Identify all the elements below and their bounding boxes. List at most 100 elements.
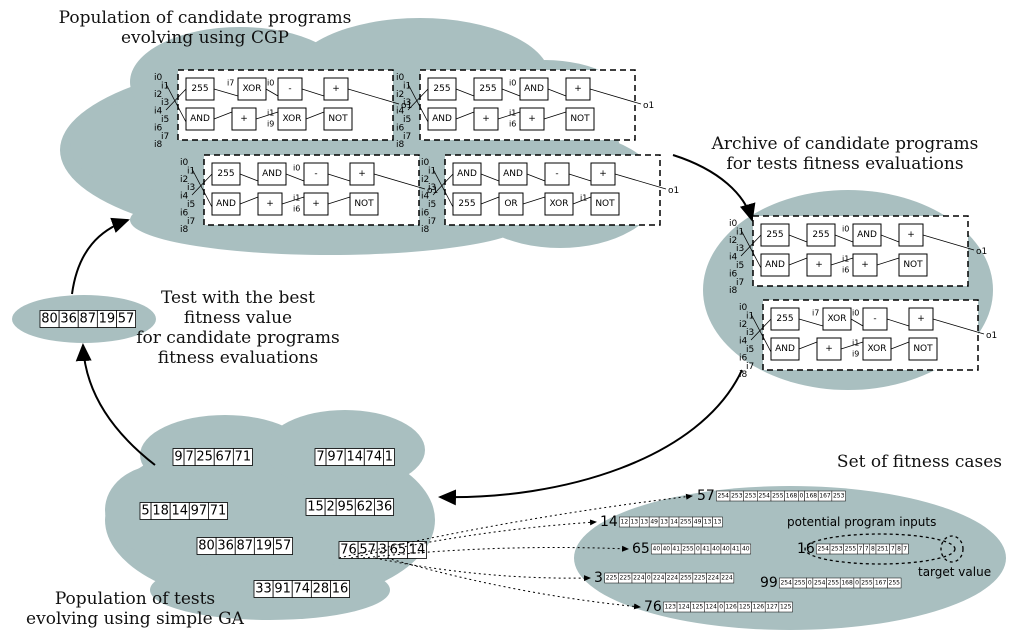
program-input-label: i2	[154, 90, 162, 100]
program-node-label: 255	[812, 230, 829, 240]
candidate-program: i0i1i2i3i4i5i6i7i8255AND255+ANDi0+i1i6+N…	[396, 69, 654, 150]
population-tests-line-1: Population of tests	[54, 589, 216, 609]
program-wire	[285, 173, 305, 182]
program-input-label: i5	[746, 345, 754, 355]
target-value-label: target value	[918, 565, 991, 579]
input-wire	[750, 313, 772, 353]
program-node	[565, 107, 595, 131]
fitness-case-value: 0	[808, 580, 812, 587]
program-node-label: 255	[776, 314, 793, 324]
fitness-case-id: 57	[697, 488, 715, 504]
program-input-label: i2	[180, 175, 188, 185]
fitness-case-value: 14	[670, 519, 678, 526]
fitness-case-value: 7	[859, 546, 863, 553]
fitness-case-value: 255	[889, 580, 901, 587]
arrow-best-to-programs	[71, 217, 130, 295]
inputs-highlight-ellipse	[804, 533, 956, 565]
fitness-case-value: 13	[630, 519, 638, 526]
program-wire	[213, 88, 239, 97]
fitness-case-value: 49	[694, 519, 702, 526]
program-input-label: i6	[729, 269, 738, 279]
program-input-label: i6	[180, 208, 189, 218]
program-node-label: XOR	[868, 344, 887, 354]
program-node-label: +	[266, 199, 274, 209]
program-output-label: o1	[668, 186, 679, 196]
program-node	[898, 253, 928, 277]
fitness-case-value: 224	[653, 575, 665, 582]
input-wire	[191, 168, 213, 208]
program-wire	[880, 234, 900, 243]
gene-value: 97	[327, 450, 344, 465]
population-programs-line-1: Population of candidate programs	[58, 8, 352, 28]
program-node-label: +	[825, 344, 833, 354]
output-wire	[922, 234, 975, 251]
program-wire	[526, 173, 546, 182]
program-node-label: -	[288, 84, 291, 94]
fitness-case-value: 41	[732, 546, 740, 553]
fitness-case-value: 7	[865, 546, 869, 553]
program-node-label: 255	[433, 84, 450, 94]
program-wire	[239, 196, 259, 205]
program-output-label: o1	[976, 247, 987, 257]
fitness-case-value: 253	[831, 546, 843, 553]
input-wire	[740, 229, 762, 269]
output-wire	[614, 173, 667, 190]
gene-value: 19	[99, 312, 116, 327]
input-wire	[740, 234, 762, 257]
program-node-label: XOR	[828, 314, 847, 324]
candidate-program: i0i1i2i3i4i5i6i7i8255ANDAND+-i0+i1i6+NOT…	[180, 154, 438, 235]
best-test-line-2: fitness value	[183, 308, 293, 328]
gene-value: 14	[171, 504, 188, 519]
gene-value: 5	[141, 504, 149, 519]
program-input-label: i4	[396, 107, 405, 117]
fitness-case-value: 49	[650, 519, 658, 526]
fitness-case-value: 0	[800, 493, 804, 500]
program-wire	[788, 257, 808, 266]
fitness-case-value: 254	[758, 493, 770, 500]
fitness-case-cell	[740, 543, 752, 555]
program-node-label: 255	[217, 169, 234, 179]
node-input-label: i0	[293, 164, 300, 173]
gene-value: 3	[379, 543, 387, 558]
program-node-label: 255	[191, 84, 208, 94]
node-input-label: i6	[509, 120, 516, 129]
program-node-label: XOR	[243, 84, 262, 94]
fitness-case-value: 0	[855, 580, 859, 587]
program-wire	[501, 88, 521, 97]
fitness-case-id: 3	[594, 570, 603, 586]
gene-cell	[407, 541, 427, 559]
program-input-label: i8	[180, 225, 189, 235]
fitness-case-value: 13	[660, 519, 668, 526]
program-input-label: i2	[739, 320, 747, 330]
program-node-label: -	[873, 314, 876, 324]
program-input-label: i7	[736, 278, 744, 288]
program-wire	[497, 111, 521, 120]
population-programs-line-2: evolving using CGP	[121, 28, 289, 48]
gene-value: 28	[313, 582, 330, 597]
program-input-label: i7	[746, 362, 754, 372]
fitness-case-cell	[901, 543, 909, 555]
fitness-case-value: 255	[680, 575, 692, 582]
program-input-label: i1	[187, 166, 195, 176]
fitness-case-value: 124	[678, 604, 690, 611]
gene-cell	[232, 448, 253, 466]
program-input-label: i8	[396, 140, 405, 150]
program-input-label: i4	[739, 337, 748, 347]
program-node-label: NOT	[328, 114, 348, 124]
fitness-case-value: 0	[696, 546, 700, 553]
input-wire	[432, 173, 454, 196]
fitness-case-value: 40	[712, 546, 720, 553]
program-wire	[886, 318, 910, 327]
program-input-label: i1	[736, 227, 744, 237]
program-input-label: i0	[396, 73, 405, 83]
gene-value: 76	[340, 543, 357, 558]
program-node-label: XOR	[283, 114, 302, 124]
node-input-label: i0	[267, 79, 274, 88]
fitness-case-value: 168	[806, 493, 818, 500]
gene-value: 7	[185, 450, 193, 465]
gene-value: 14	[409, 543, 426, 558]
node-input-label: i6	[293, 205, 300, 214]
